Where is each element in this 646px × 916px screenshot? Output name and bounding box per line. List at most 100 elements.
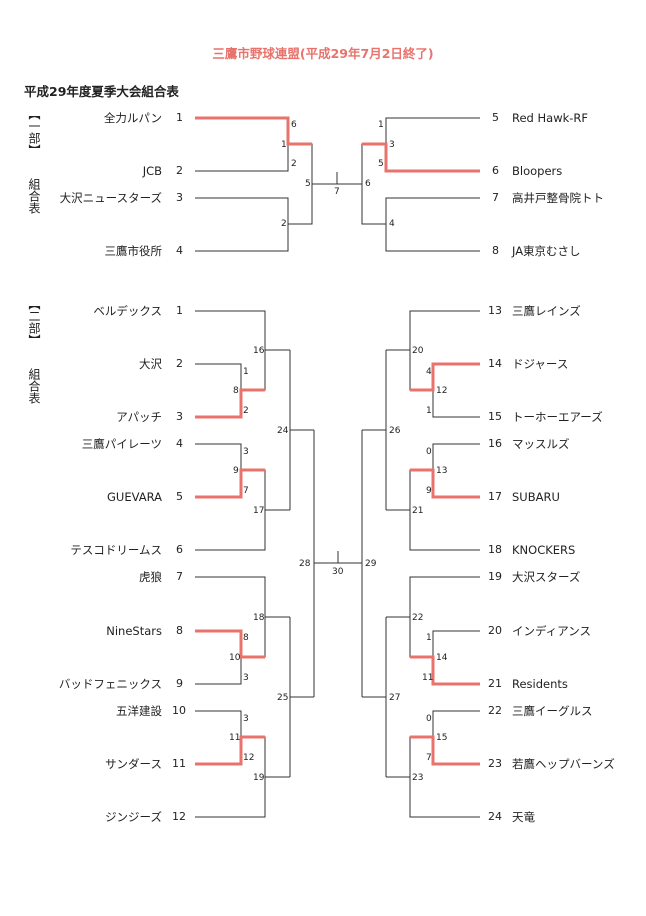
- team-name: 全力ルパン: [103, 111, 162, 125]
- d2-win-21: [410, 655, 480, 686]
- team-seed: 2: [176, 164, 183, 177]
- team-seed: 11: [172, 757, 186, 770]
- score: 3: [243, 714, 249, 724]
- score: 2: [281, 219, 287, 229]
- score: 8: [233, 386, 239, 396]
- d2-win-5: [195, 468, 265, 499]
- score: 3: [389, 140, 395, 150]
- d2-win-14: [410, 362, 480, 392]
- team-name: 三鷹市役所: [104, 244, 163, 258]
- team-seed: 19: [488, 570, 502, 583]
- team-seed: 4: [176, 244, 183, 257]
- score: 12: [243, 753, 255, 763]
- d2-r5: [432, 443, 480, 470]
- score: 11: [422, 673, 434, 683]
- d1-win-left: [195, 116, 312, 146]
- team-seed: 20: [488, 624, 502, 637]
- score: 20: [412, 346, 424, 356]
- score: 21: [412, 506, 424, 516]
- score: 1: [426, 633, 432, 643]
- team-name: 三鷹イーグルス: [512, 704, 593, 718]
- d1-line-4: [195, 224, 289, 252]
- team-name: Bloopers: [512, 164, 563, 178]
- div1-caption: 組合表: [27, 178, 41, 214]
- score: 7: [334, 187, 340, 197]
- team-name: 天竜: [512, 810, 535, 824]
- score: 5: [378, 159, 384, 169]
- score: 1: [243, 367, 249, 377]
- div2-caption: 組合表: [27, 368, 41, 404]
- team-name: JCB: [142, 164, 162, 178]
- score: 13: [436, 466, 448, 476]
- score: 9: [233, 466, 239, 476]
- division1-winner-lines: [195, 116, 480, 173]
- d2-l18: [195, 777, 266, 818]
- d2-l1: [195, 310, 290, 351]
- score: 3: [243, 673, 249, 683]
- score: 15: [436, 733, 448, 743]
- team-seed: 1: [176, 111, 183, 124]
- score: 17: [253, 506, 265, 516]
- div2-side-label: 【二部】: [26, 298, 42, 350]
- team-name: サンダース: [105, 757, 162, 771]
- team-name: 若鷹ヘップバーンズ: [512, 757, 615, 771]
- team-name: テスコドリームス: [70, 543, 162, 557]
- score: 30: [332, 567, 344, 577]
- d1-line-7: [385, 117, 480, 144]
- d2-win-17: [410, 468, 480, 499]
- d2-l11: [195, 576, 290, 618]
- score: 7: [243, 486, 249, 496]
- d2-r18: [409, 777, 480, 818]
- team-seed: 15: [488, 410, 502, 423]
- team-name: 三鷹パイレーツ: [81, 437, 162, 451]
- score: 16: [253, 346, 265, 356]
- d1-line-1: [195, 117, 289, 144]
- score: 19: [253, 773, 265, 783]
- team-seed: 14: [488, 357, 502, 370]
- team-name: GUEVARA: [107, 490, 162, 504]
- team-seed: 13: [488, 304, 502, 317]
- d2-r15: [432, 710, 480, 737]
- team-seed: 24: [488, 810, 502, 823]
- team-name: ドジャース: [512, 357, 569, 371]
- team-seed: 8: [492, 244, 499, 257]
- d2-r8: [409, 510, 480, 551]
- team-seed: 1: [176, 304, 183, 317]
- score: 1: [426, 406, 432, 416]
- team-name: NineStars: [106, 624, 162, 638]
- score: 18: [253, 613, 265, 623]
- team-seed: 9: [176, 677, 183, 690]
- team-seed: 21: [488, 677, 502, 690]
- team-seed: 23: [488, 757, 502, 770]
- d2-l15: [195, 710, 242, 737]
- score: 22: [412, 613, 424, 623]
- score: 6: [291, 120, 297, 130]
- team-name: ベルデックス: [93, 304, 162, 318]
- team-name: SUBARU: [512, 490, 560, 504]
- div2-caption-wrap: 組合表: [26, 368, 42, 408]
- page-title: 三鷹市野球連盟(平成29年7月2日終了): [212, 46, 434, 61]
- score: 6: [365, 179, 371, 189]
- team-seed: 22: [488, 704, 502, 717]
- team-name: Red Hawk-RF: [512, 111, 589, 125]
- team-name: 五洋建設: [116, 704, 162, 718]
- score: 2: [243, 406, 249, 416]
- team-name: マッスルズ: [512, 437, 570, 451]
- score: 10: [229, 653, 241, 663]
- team-seed: 16: [488, 437, 502, 450]
- score: 8: [243, 633, 249, 643]
- score: 14: [436, 653, 448, 663]
- score: 25: [277, 693, 289, 703]
- score: 7: [426, 753, 432, 763]
- score: 29: [365, 559, 377, 569]
- score: 28: [299, 559, 311, 569]
- d1-line-2: [195, 144, 289, 172]
- div1-caption-wrap: 組合表: [26, 178, 42, 218]
- team-seed: 8: [176, 624, 183, 637]
- d1-line-6: [288, 184, 313, 225]
- score: 9: [426, 486, 432, 496]
- div2-bracket-label: 【二部】: [27, 298, 41, 346]
- d2-l2: [195, 363, 242, 390]
- team-name: 高井戸整骨院トト: [512, 191, 604, 205]
- d2-l8: [195, 510, 266, 551]
